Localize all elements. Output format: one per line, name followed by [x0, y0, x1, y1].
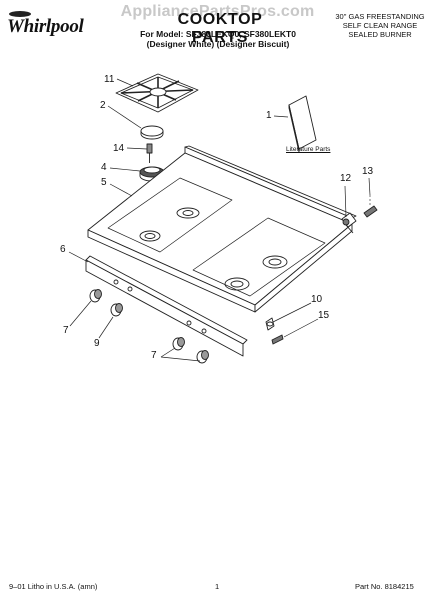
- callout-14: 14: [113, 143, 125, 154]
- brand-name: Whirlpool: [7, 16, 84, 37]
- control-knob: [196, 350, 209, 364]
- control-knob: [110, 303, 123, 317]
- part-number: Part No. 8184215: [355, 582, 414, 591]
- range-desc-line: SEALED BURNER: [348, 30, 412, 39]
- panel-screw: [271, 334, 284, 345]
- whirlpool-logo: Whirlpool: [7, 11, 84, 38]
- range-description: 30" GAS FREESTANDING SELF CLEAN RANGE SE…: [330, 12, 430, 39]
- callout-9: 9: [94, 338, 100, 349]
- callout-5: 5: [101, 177, 107, 188]
- callout-11: 11: [104, 74, 115, 85]
- callout-7: 7: [151, 350, 157, 361]
- callout-2: 2: [100, 100, 106, 111]
- callout-15: 15: [318, 310, 330, 321]
- panel-clip: [265, 317, 275, 331]
- range-desc-line: 30" GAS FREESTANDING: [335, 12, 425, 21]
- spark-electrode: [146, 143, 153, 163]
- literature-parts-label: Literature Parts: [286, 146, 331, 153]
- control-panel: [85, 255, 248, 357]
- logo-swoosh: [9, 11, 31, 17]
- screw: [363, 195, 378, 218]
- range-desc-line: SELF CLEAN RANGE: [342, 21, 418, 30]
- callout-4: 4: [101, 162, 107, 173]
- callout-12: 12: [340, 173, 352, 184]
- callout-13: 13: [362, 166, 374, 177]
- callout-10: 10: [311, 294, 323, 305]
- control-knob: [89, 289, 102, 303]
- callout-7: 7: [63, 325, 69, 336]
- model-numbers: For Model: SF380LEKQ0, SF380LEKT0: [140, 29, 296, 39]
- model-colors: (Designer White) (Designer Biscuit): [146, 39, 290, 49]
- callout-6: 6: [60, 244, 66, 255]
- literature-booklet: [288, 95, 317, 153]
- cooktop-clip: [341, 212, 357, 234]
- print-info: 9–01 Litho in U.S.A. (amn): [9, 582, 98, 591]
- page-number: 1: [215, 582, 220, 591]
- watermark: AppliancePartsPros.com: [120, 3, 315, 20]
- callout-1: 1: [266, 110, 272, 121]
- burner-grate: [115, 73, 199, 113]
- cooktop: [87, 145, 357, 313]
- control-knob: [172, 337, 185, 351]
- page-title: COOKTOP PARTS: [177, 11, 263, 46]
- burner-cap: [140, 125, 164, 140]
